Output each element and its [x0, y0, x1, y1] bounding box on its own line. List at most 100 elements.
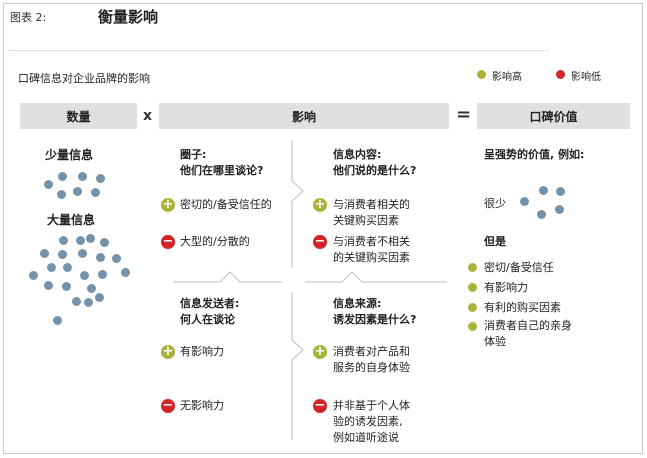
diagram-subtitle: 口碑信息对企业品牌的影响 [18, 72, 150, 85]
sender-low-text: 无影响力 [180, 399, 224, 412]
minus-icon: − [313, 398, 327, 413]
source-low-line2: 验的诱发因素, [333, 415, 403, 428]
circle-high-text: 密切的/备受信任的 [180, 198, 272, 211]
circle-low-text: 大型的/分散的 [180, 235, 250, 248]
value-item-4: 消费者自己的亲身 [484, 319, 572, 332]
rare-label: 很少 [484, 197, 506, 210]
dot [78, 249, 87, 258]
but-label: 但是 [484, 235, 506, 248]
dot [537, 210, 546, 219]
dot [84, 298, 93, 307]
minus-icon: − [161, 398, 175, 413]
minus-icon: − [313, 234, 327, 249]
sender-heading-line2: 何人在谈论 [180, 313, 235, 326]
content-low-text: 与消费者不相关 的关键购买因素 [333, 234, 410, 266]
plus-icon: + [161, 344, 175, 359]
value-heading: 呈强势的价值, 例如: [484, 148, 585, 161]
dot [91, 188, 100, 197]
equals-operator: = [456, 104, 472, 125]
figure-frame [3, 3, 643, 454]
dot [62, 282, 71, 291]
source-low-line3: 例如道听途说 [333, 431, 399, 444]
dot [29, 271, 38, 280]
few-messages-label: 少量信息 [45, 148, 94, 162]
content-heading-line2: 他们说的是什么? [333, 164, 417, 177]
bullet-dot [468, 283, 477, 292]
dot [44, 281, 53, 290]
dot [96, 253, 105, 262]
content-heading-line1: 信息内容: [333, 148, 382, 161]
many-messages-label: 大量信息 [47, 213, 96, 227]
value-item-2: 有影响力 [484, 281, 528, 294]
dot [80, 271, 89, 280]
plus-icon: + [313, 197, 327, 212]
circle-heading-line2: 他们在哪里谈论? [180, 164, 264, 177]
header-impact: 影响 [159, 103, 449, 129]
dot [86, 234, 95, 243]
dot [53, 316, 62, 325]
value-item-4-cont: 体验 [484, 335, 506, 348]
source-low-line1: 并非基于个人体 [333, 399, 410, 412]
header-value: 口碑价值 [477, 103, 630, 129]
dot [63, 263, 72, 272]
legend-low-dot [556, 70, 565, 79]
content-high-text: 与消费者相关的 关键购买因素 [333, 197, 410, 229]
sender-high-text: 有影响力 [180, 345, 224, 358]
dot [58, 250, 67, 259]
source-high-text: 消费者对产品和 服务的自身体验 [333, 344, 410, 376]
bullet-dot [468, 263, 477, 272]
dot [87, 284, 96, 293]
content-low-line1: 与消费者不相关 [333, 235, 410, 248]
dot [58, 172, 67, 181]
source-heading-line1: 信息来源: [333, 297, 382, 310]
content-low-line2: 的关键购买因素 [333, 251, 410, 264]
source-high-line1: 消费者对产品和 [333, 345, 410, 358]
dot [44, 180, 53, 189]
legend-high-label: 影响高 [492, 72, 522, 83]
dot [112, 254, 121, 263]
dot [73, 187, 82, 196]
content-high-line1: 与消费者相关的 [333, 198, 410, 211]
minus-icon: − [161, 234, 175, 249]
bullet-dot [468, 322, 477, 331]
plus-icon: + [161, 197, 175, 212]
dot [100, 238, 109, 247]
sender-heading-line1: 信息发送者: [180, 297, 240, 310]
content-high-line2: 关键购买因素 [333, 214, 399, 227]
dot [520, 197, 529, 206]
title-divider [8, 50, 548, 51]
dot [98, 270, 107, 279]
dot [96, 174, 105, 183]
content-heading: 信息内容: 他们说的是什么? [333, 147, 416, 179]
figure-title: 衡量影响 [98, 8, 159, 26]
bullet-dot [468, 303, 477, 312]
dot [556, 187, 565, 196]
header-quantity: 数量 [20, 103, 137, 129]
dot [40, 249, 49, 258]
plus-icon: + [313, 344, 327, 359]
source-high-line2: 服务的自身体验 [333, 361, 410, 374]
dot [57, 190, 66, 199]
dot [72, 297, 81, 306]
legend-low-label: 影响低 [571, 72, 601, 83]
dot [59, 236, 68, 245]
dot [78, 172, 87, 181]
dot [555, 205, 564, 214]
dot [95, 293, 104, 302]
dot [76, 236, 85, 245]
source-heading: 信息来源: 诱发因素是什么? [333, 296, 416, 328]
dot [47, 263, 56, 272]
source-low-text: 并非基于个人体 验的诱发因素, 例如道听途说 [333, 398, 410, 446]
circle-heading: 圈子: 他们在哪里谈论? [180, 147, 263, 179]
value-item-3: 有利的购买因素 [484, 301, 561, 314]
value-item-1: 密切/备受信任 [484, 261, 554, 274]
circle-heading-line1: 圈子: [180, 148, 207, 161]
legend-high-dot [477, 70, 486, 79]
dot [539, 186, 548, 195]
source-heading-line2: 诱发因素是什么? [333, 313, 417, 326]
times-operator: x [143, 108, 153, 124]
figure-label: 图表 2: [10, 11, 47, 24]
sender-heading: 信息发送者: 何人在谈论 [180, 296, 239, 328]
dot [121, 268, 130, 277]
